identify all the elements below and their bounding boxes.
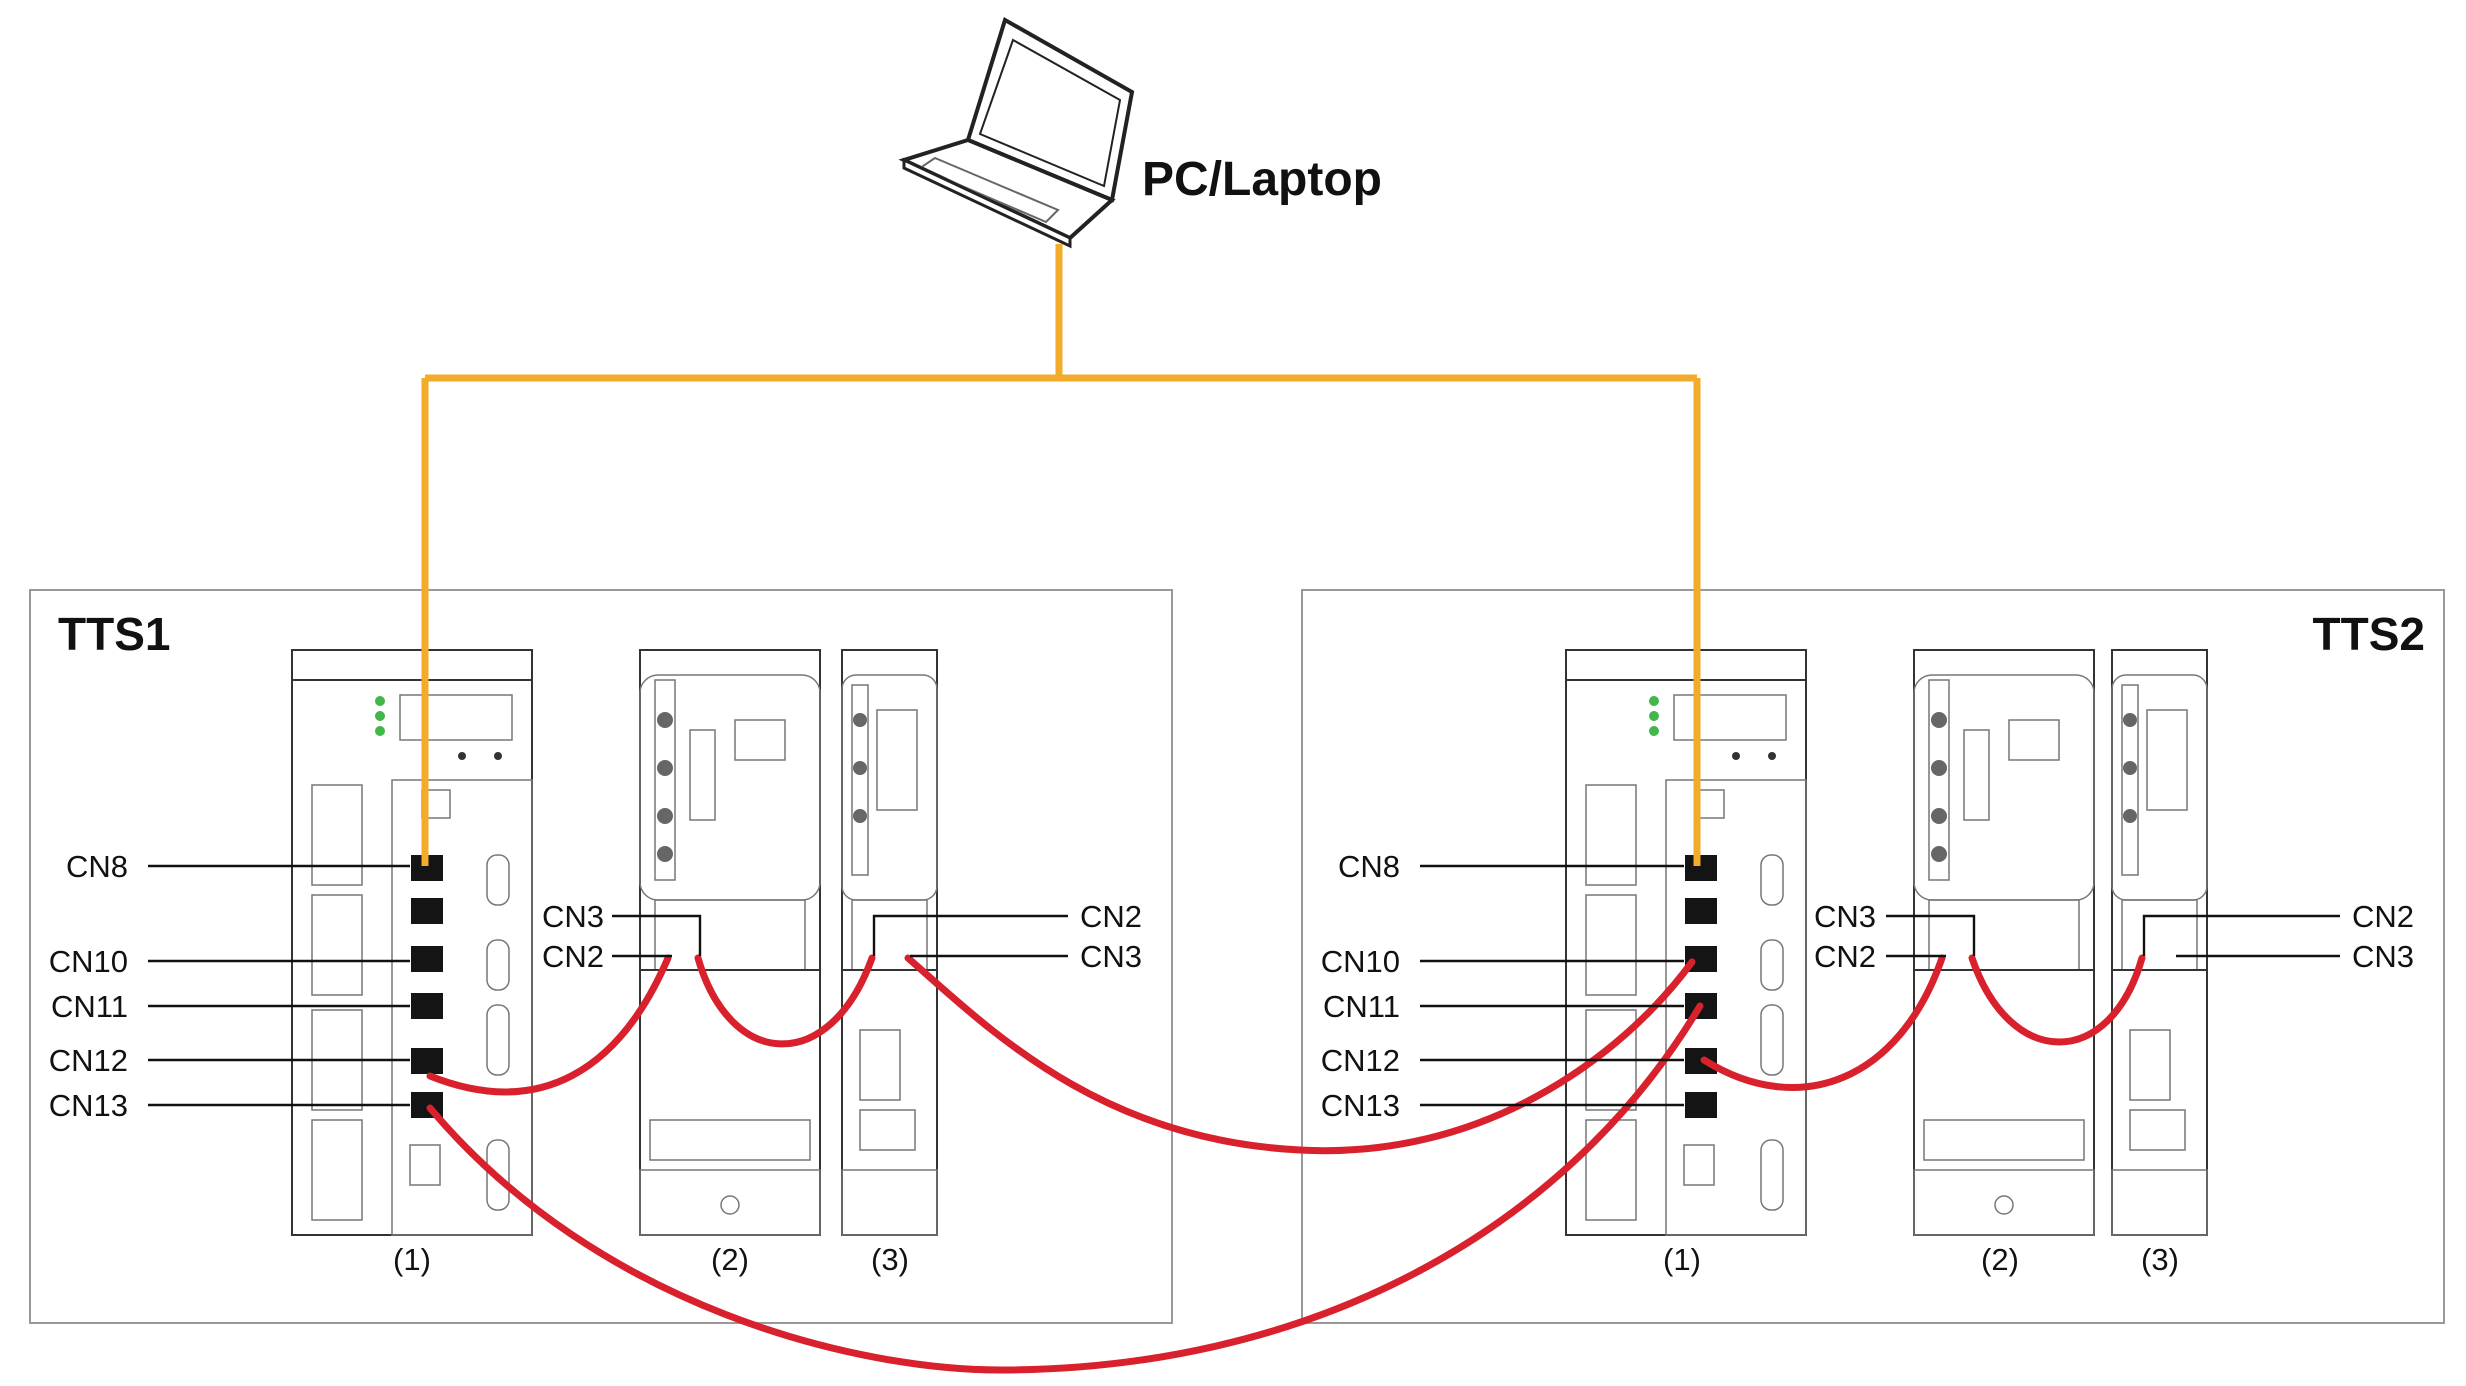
tts2-drive-2 xyxy=(1913,649,2095,1236)
tts1-cn13-to-tts2-cn11-cable xyxy=(426,1002,1704,1374)
tts2-drive2-cn3-label: CN3 xyxy=(1814,899,1876,934)
ethernet-cable xyxy=(421,244,1701,866)
tts2-cn11-label: CN11 xyxy=(1323,989,1400,1024)
tts2-unit-3-label: (3) xyxy=(2141,1242,2179,1277)
tts2-cn10-label: CN10 xyxy=(1321,944,1400,979)
tts1-title: TTS1 xyxy=(58,608,170,660)
tts1-drive2-cn3-leader xyxy=(612,914,702,956)
tts2-drive3-cn2-leader xyxy=(2142,914,2340,956)
tts2-cn12-label: CN12 xyxy=(1321,1043,1400,1078)
tts1-unit-1-label: (1) xyxy=(393,1242,431,1277)
tts1-unit-3-label: (3) xyxy=(871,1242,909,1277)
tts2-drive3-cn2-label: CN2 xyxy=(2352,899,2414,934)
tts2-drive2-cn2-label: CN2 xyxy=(1814,939,1876,974)
tts1-drive3-cn3-label: CN3 xyxy=(1080,939,1142,974)
tts2-cn8-label: CN8 xyxy=(1338,849,1400,884)
tts1-frame xyxy=(29,589,1173,1324)
tts1-drive-2 xyxy=(639,649,821,1236)
tts1-cn13-label: CN13 xyxy=(49,1088,128,1123)
tts1-drive2-cn3-label: CN3 xyxy=(542,899,604,934)
tts2-unit-2-label: (2) xyxy=(1981,1242,2019,1277)
tts1-drive3-cn2-label: CN2 xyxy=(1080,899,1142,934)
tts2-title: TTS2 xyxy=(2313,608,2425,660)
tts1-cn8-label: CN8 xyxy=(66,849,128,884)
tts2-drive2-cn3-leader xyxy=(1886,914,1976,956)
tts1-cn10-label: CN10 xyxy=(49,944,128,979)
tts1-drive-3 xyxy=(841,649,938,1236)
tts1-cn11-label: CN11 xyxy=(51,989,128,1024)
tts2-drive-3 xyxy=(2111,649,2208,1236)
tts1-drive3-to-tts2-cn10-cable xyxy=(904,954,1696,1155)
tts1-drive2-to-drive3-cable xyxy=(694,954,876,1048)
tts2-drive3-cn3-label: CN3 xyxy=(2352,939,2414,974)
laptop-icon xyxy=(898,17,1135,249)
tts2-drive2-to-drive3-cable xyxy=(1968,954,2146,1046)
tts1-cn12-to-drive2-cable xyxy=(426,954,672,1096)
pc-laptop-label: PC/Laptop xyxy=(1142,153,1382,206)
tts1-drive3-cn2-leader xyxy=(872,914,1068,956)
tts1-controller xyxy=(291,649,533,1236)
tts1-drive2-cn2-label: CN2 xyxy=(542,939,604,974)
tts2-cn13-label: CN13 xyxy=(1321,1088,1400,1123)
tts2-cn12-to-drive2-cable xyxy=(1700,954,1946,1091)
tts1-cn12-label: CN12 xyxy=(49,1043,128,1078)
tts2-controller xyxy=(1565,649,1807,1236)
tts1-unit-2-label: (2) xyxy=(711,1242,749,1277)
tts2-frame xyxy=(1301,589,2445,1324)
tts2-unit-1-label: (1) xyxy=(1663,1242,1701,1277)
